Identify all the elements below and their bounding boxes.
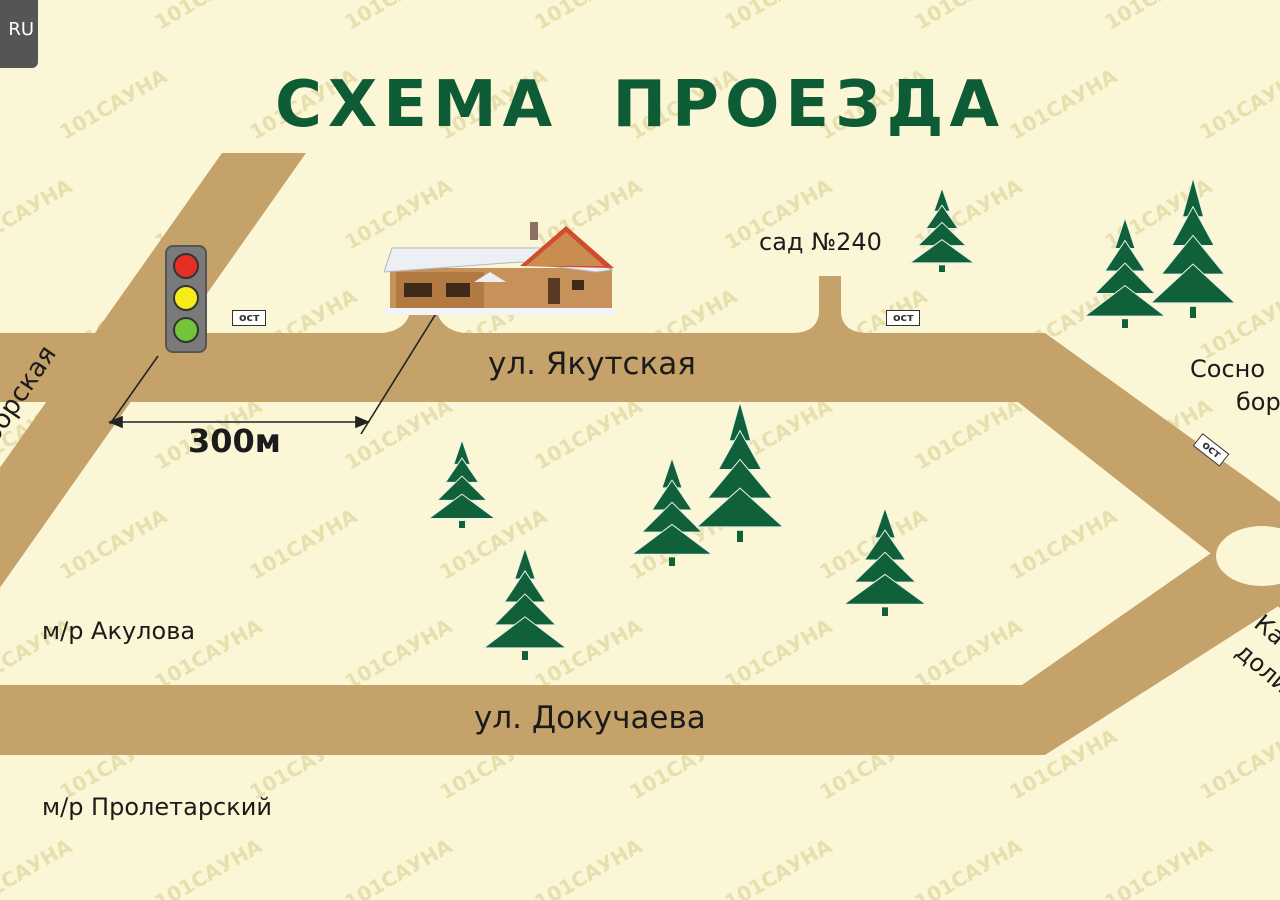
watermark: 101САУНА xyxy=(151,834,267,900)
fir-tree-icon xyxy=(1083,216,1167,328)
watermark: 101САУНА xyxy=(341,834,457,900)
fir-tree-icon xyxy=(1149,176,1237,318)
trees xyxy=(427,176,1237,660)
distance-marker xyxy=(107,311,438,435)
watermark: 101САУНА xyxy=(1196,724,1280,805)
brand-badge: RU xyxy=(0,0,38,68)
label-dokuchaeva: ул. Докучаева xyxy=(474,700,706,736)
label-sosnovy-2: бор xyxy=(1236,388,1280,416)
watermark: 101САУНА xyxy=(246,504,362,585)
watermark: 101САУНА xyxy=(531,614,647,695)
watermark: 101САУНА xyxy=(911,0,1027,34)
road-dokuchaeva xyxy=(0,505,1280,755)
distance-label: 300м xyxy=(188,422,281,460)
watermark: 101САУНА xyxy=(1101,0,1217,34)
road-driveway xyxy=(383,308,464,333)
label-proletarsky: м/р Пролетарский xyxy=(42,793,272,821)
watermark: 101САУНА xyxy=(56,504,172,585)
fir-tree-icon xyxy=(427,438,497,528)
watermark: 101САУНА xyxy=(0,174,76,255)
watermark: 101САУНА xyxy=(0,834,76,900)
traffic-light-icon xyxy=(165,245,207,353)
label-sad-240: сад №240 xyxy=(759,228,882,256)
fir-tree-icon xyxy=(695,400,785,542)
watermark: 101САУНА xyxy=(341,394,457,475)
watermark: 101САУНА xyxy=(151,0,267,34)
watermark: 101САУНА xyxy=(341,174,457,255)
watermark: 101САУНА xyxy=(911,834,1027,900)
label-akulova: м/р Акулова xyxy=(42,617,196,645)
watermark: 101САУНА xyxy=(911,614,1027,695)
watermark: 101САУНА xyxy=(531,394,647,475)
road-sad-240 xyxy=(792,276,868,333)
fir-tree-icon xyxy=(842,506,928,616)
watermark: 101САУНА xyxy=(341,0,457,34)
watermark: 101САУНА xyxy=(721,0,837,34)
watermark: 101САУНА xyxy=(721,614,837,695)
road-yakutskaya xyxy=(0,333,1280,608)
fir-tree-icon xyxy=(908,186,976,272)
label-sosnovy-1: Сосно xyxy=(1190,355,1266,383)
watermark: 101САУНА xyxy=(721,834,837,900)
fir-tree-icon xyxy=(482,546,568,660)
watermark: 101САУНА xyxy=(1101,834,1217,900)
watermark: 101САУНА xyxy=(911,394,1027,475)
map-title: СХЕМА ПРОЕЗДА xyxy=(274,68,1006,142)
bus-stop-2: ост xyxy=(886,310,921,326)
roads xyxy=(0,153,1280,755)
fir-tree-icon xyxy=(630,456,714,566)
label-yakutskaya: ул. Якутская xyxy=(488,346,696,382)
watermark: 101САУНА xyxy=(1006,504,1122,585)
bus-stop-1: ост xyxy=(232,310,267,326)
roundabout-island xyxy=(1216,526,1280,586)
watermark: 101САУНА xyxy=(531,0,647,34)
watermark: 101САУНА xyxy=(341,614,457,695)
house-icon xyxy=(383,222,616,315)
watermark: 101САУНА xyxy=(531,834,647,900)
